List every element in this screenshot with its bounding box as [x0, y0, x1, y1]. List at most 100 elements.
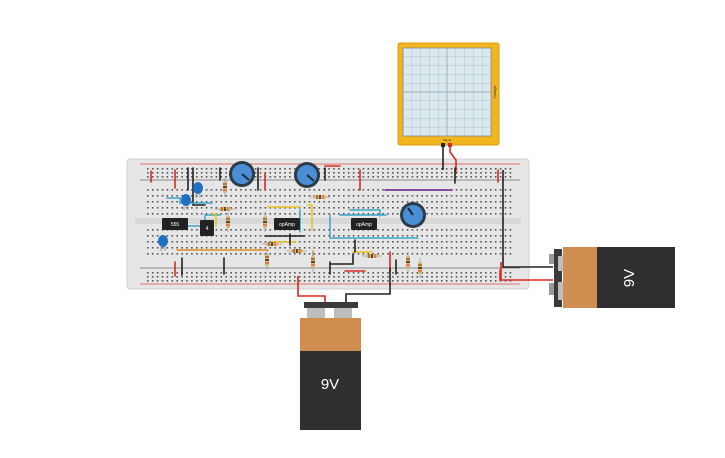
breadboard-hole — [387, 207, 389, 209]
breadboard-hole — [421, 272, 423, 274]
breadboard-hole — [215, 207, 218, 209]
breadboard-hole — [191, 172, 193, 174]
oscilloscope[interactable]: Voltage Signal — [397, 42, 500, 147]
resistor[interactable] — [362, 254, 382, 258]
breadboard-hole — [362, 235, 365, 237]
breadboard-hole — [289, 168, 291, 170]
breadboard-hole — [357, 241, 360, 243]
battery-bottom[interactable]: 9V — [300, 302, 361, 430]
resistor[interactable] — [287, 249, 307, 253]
breadboard-hole — [147, 213, 149, 215]
resistor[interactable] — [406, 252, 410, 272]
resistor[interactable] — [418, 258, 422, 278]
breadboard-hole — [205, 241, 208, 243]
breadboard-hole — [352, 241, 355, 243]
breadboard-hole — [147, 195, 149, 197]
wire-scope-signal[interactable] — [449, 147, 457, 174]
breadboard-hole — [313, 247, 316, 249]
breadboard-hole — [333, 213, 335, 215]
breadboard-hole — [480, 229, 482, 231]
breadboard-hole — [205, 195, 208, 197]
wire-battery-bottom-positive[interactable] — [297, 276, 326, 305]
wire-battery-right-negative[interactable] — [502, 170, 553, 268]
breadboard-hole — [254, 229, 257, 231]
breadboard-hole — [392, 280, 394, 282]
breadboard-hole — [318, 207, 321, 209]
breadboard-hole — [191, 229, 193, 231]
battery-right[interactable]: 9V — [549, 247, 675, 308]
resistor[interactable] — [263, 212, 267, 232]
breadboard-hole — [357, 189, 360, 191]
breadboard-hole — [230, 189, 232, 191]
scope-terminal-positive — [448, 143, 452, 147]
resistor[interactable] — [265, 250, 269, 270]
breadboard-hole — [362, 201, 365, 203]
capacitor-3[interactable] — [158, 235, 168, 251]
resistor[interactable] — [223, 177, 227, 197]
potentiometer-2[interactable] — [294, 162, 320, 188]
breadboard-hole — [308, 189, 311, 191]
breadboard-hole — [490, 276, 492, 278]
breadboard-hole — [431, 168, 433, 170]
breadboard-hole — [156, 172, 159, 174]
resistor[interactable] — [215, 207, 235, 211]
breadboard-hole — [264, 247, 267, 249]
capacitor-1[interactable] — [193, 182, 203, 198]
potentiometer-3[interactable] — [400, 202, 426, 228]
breadboard-hole — [196, 201, 198, 203]
breadboard-hole — [509, 241, 512, 243]
opamp-2[interactable]: opAmp — [351, 218, 377, 230]
breadboard-hole — [475, 241, 477, 243]
potentiometer-1[interactable] — [229, 161, 255, 187]
breadboard-hole — [323, 235, 325, 237]
breadboard-hole — [269, 276, 272, 278]
opamp-1[interactable]: opAmp — [274, 218, 300, 230]
breadboard-hole — [181, 276, 183, 278]
breadboard-hole — [328, 213, 330, 215]
breadboard-hole — [166, 207, 169, 209]
breadboard-hole — [421, 276, 423, 278]
breadboard-hole — [294, 253, 296, 255]
breadboard-hole — [289, 176, 291, 178]
breadboard-hole — [431, 201, 433, 203]
breadboard-hole — [245, 195, 247, 197]
scope-grid — [403, 48, 491, 136]
breadboard-hole — [490, 176, 492, 178]
breadboard-hole — [156, 247, 159, 249]
breadboard-hole — [166, 195, 169, 197]
breadboard-hole — [431, 280, 433, 282]
capacitor-2[interactable] — [181, 194, 191, 210]
resistor[interactable] — [262, 242, 282, 246]
breadboard-hole — [436, 235, 438, 237]
resistor[interactable] — [311, 252, 315, 272]
breadboard-hole — [465, 168, 468, 170]
breadboard-hole — [171, 176, 174, 178]
breadboard-hole — [416, 235, 419, 237]
ic-4[interactable]: 4 — [200, 220, 214, 236]
breadboard-hole — [151, 276, 154, 278]
breadboard-hole — [426, 276, 428, 278]
breadboard-hole — [499, 253, 502, 255]
breadboard-hole — [156, 241, 159, 243]
wire-battery-right-positive[interactable] — [500, 262, 553, 281]
breadboard-hole — [156, 201, 159, 203]
breadboard-hole — [343, 247, 345, 249]
breadboard-hole — [279, 172, 281, 174]
breadboard-hole — [259, 176, 262, 178]
wire-battery-bottom-negative[interactable] — [345, 268, 391, 305]
breadboard-hole — [392, 235, 394, 237]
breadboard-hole — [186, 168, 188, 170]
breadboard-hole — [235, 207, 237, 209]
breadboard-hole — [176, 235, 178, 237]
breadboard-hole — [156, 189, 159, 191]
breadboard-hole — [396, 195, 399, 197]
breadboard-hole — [475, 235, 477, 237]
ic-555[interactable]: 555 — [162, 218, 188, 230]
breadboard-hole — [475, 201, 477, 203]
breadboard-hole — [161, 207, 164, 209]
breadboard-hole — [259, 201, 262, 203]
resistor[interactable] — [310, 195, 330, 199]
breadboard-hole — [445, 247, 448, 249]
resistor[interactable] — [226, 212, 230, 232]
breadboard-hole — [338, 276, 340, 278]
